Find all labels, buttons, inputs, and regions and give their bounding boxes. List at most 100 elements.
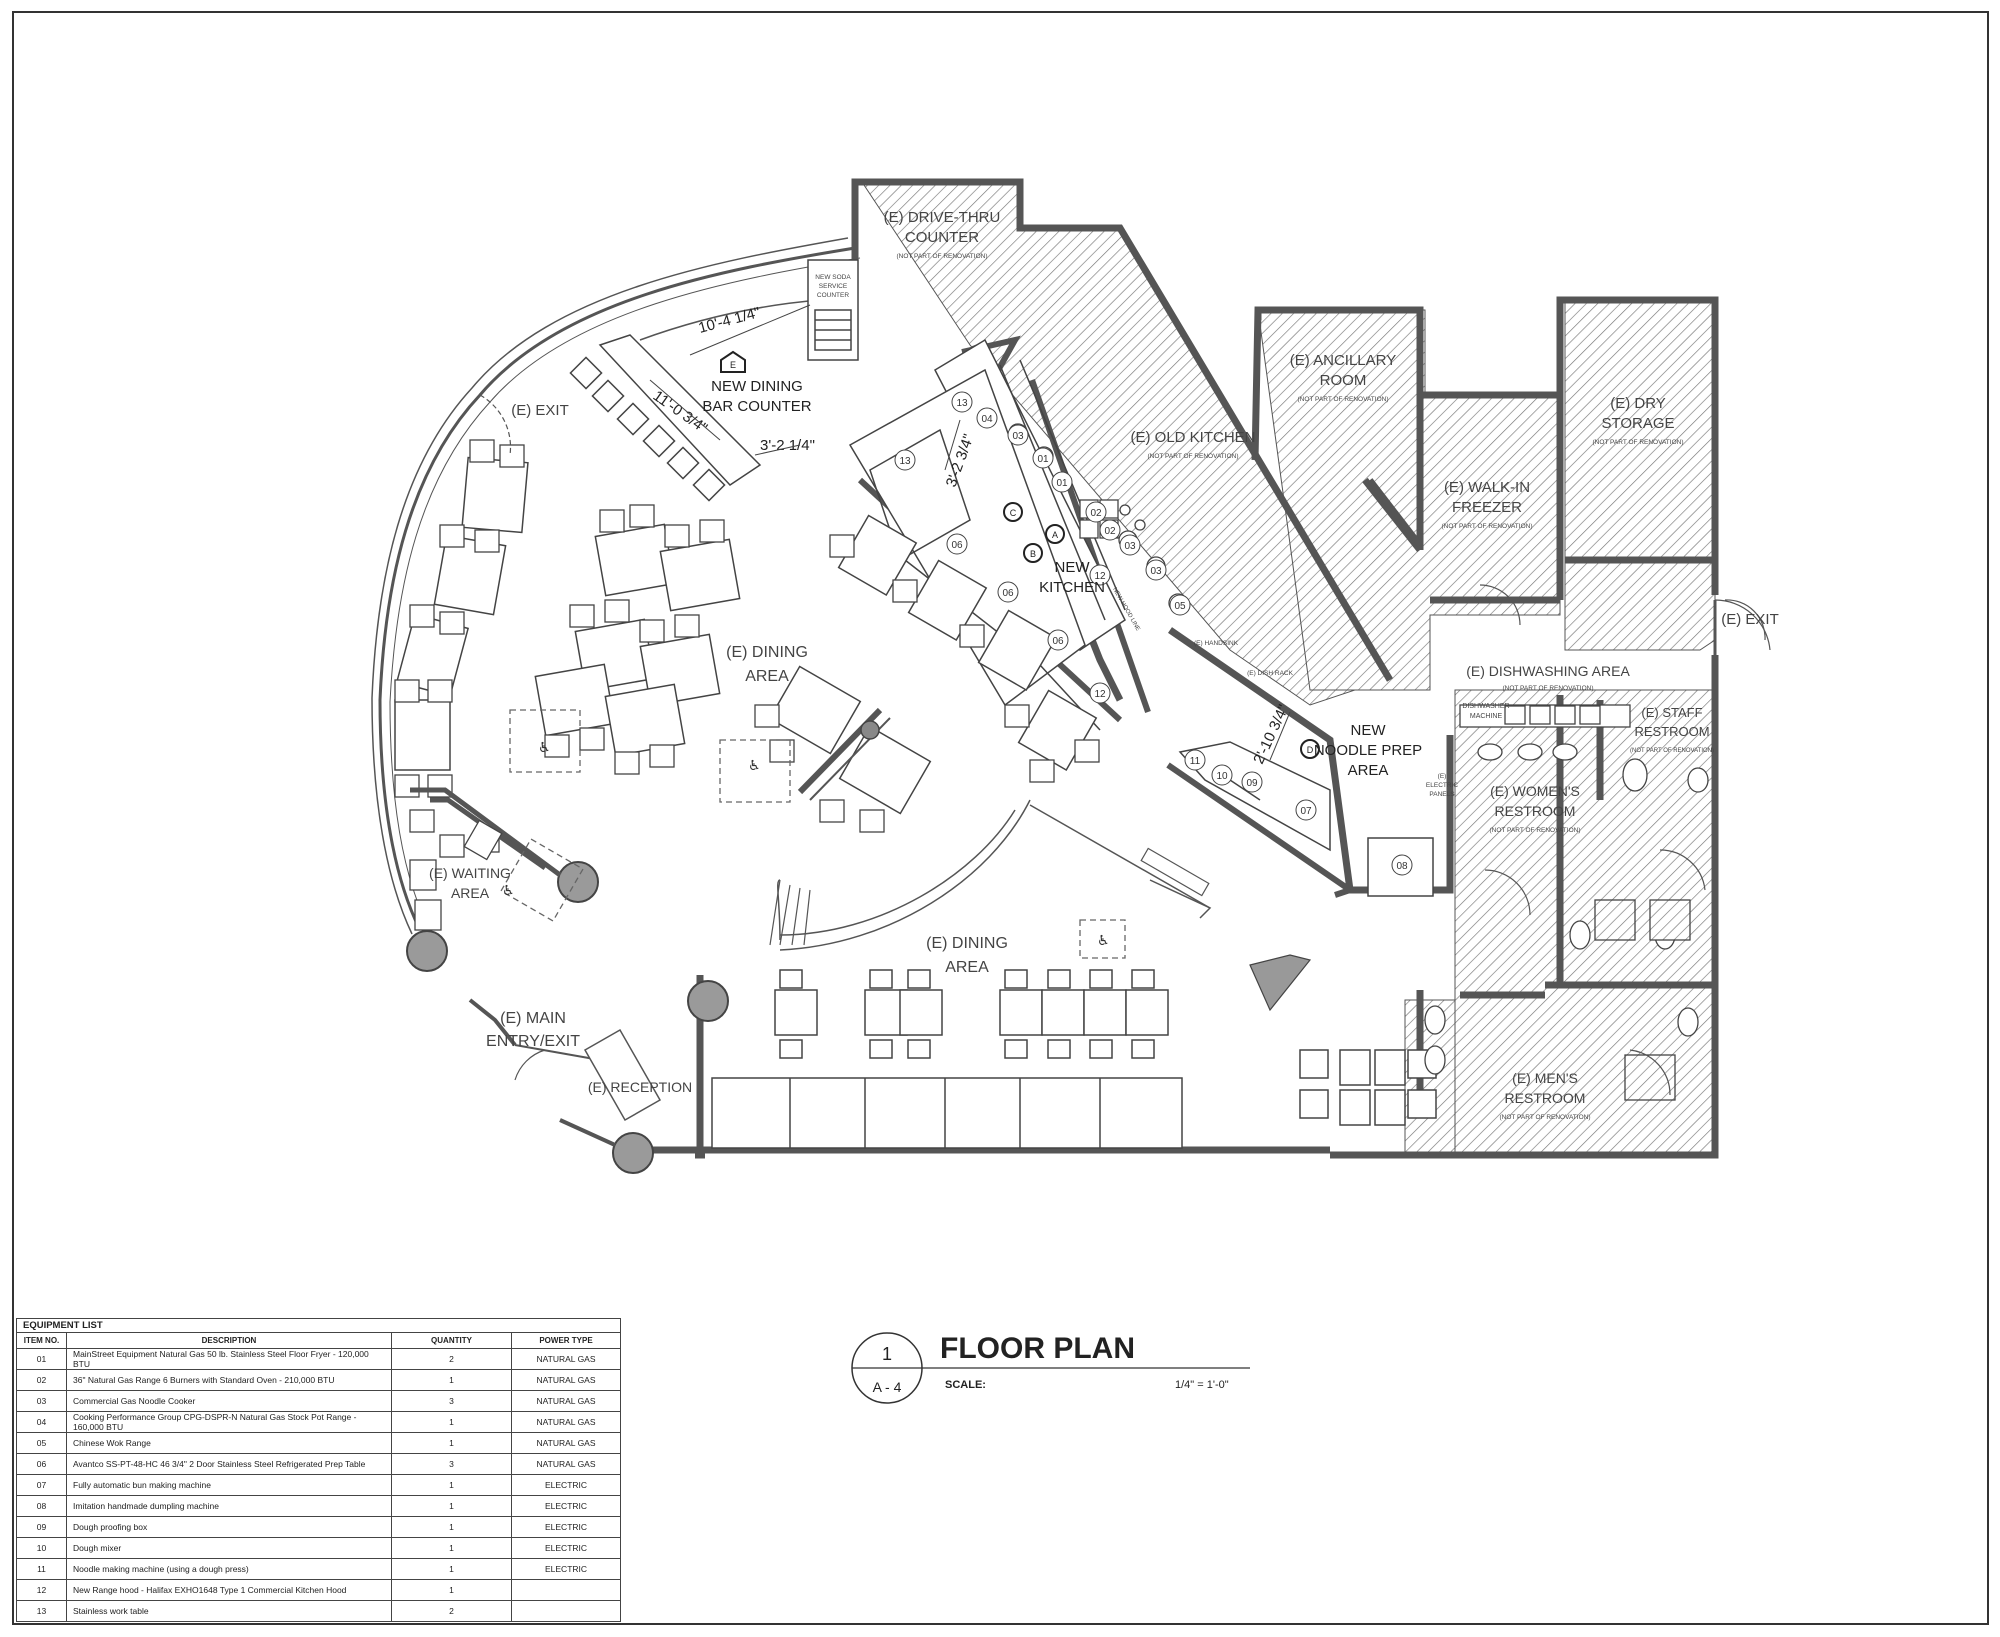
waiting-wall bbox=[410, 787, 562, 878]
header-quantity: QUANTITY bbox=[391, 1332, 512, 1349]
callout-12a: 12 bbox=[1089, 564, 1111, 586]
header-description: DESCRIPTION bbox=[66, 1332, 392, 1349]
svg-text:D: D bbox=[1307, 745, 1314, 755]
label-staff-restroom: (E) STAFF RESTROOM (NOT PART OF RENOVATI… bbox=[1630, 705, 1714, 754]
exterior-walls bbox=[640, 178, 1719, 1159]
sheet-border bbox=[12, 11, 1989, 1625]
equipment-item-no: 04 bbox=[16, 1411, 67, 1433]
header-item-no: ITEM NO. bbox=[16, 1332, 67, 1349]
callout-08: 08 bbox=[1391, 854, 1413, 876]
svg-text:AREA: AREA bbox=[745, 668, 789, 685]
svg-text:MACHINE: MACHINE bbox=[1470, 713, 1503, 720]
svg-text:ELECTRIC: ELECTRIC bbox=[1426, 782, 1458, 789]
callout-03b: 03 bbox=[1119, 534, 1141, 556]
equipment-item-no: 10 bbox=[16, 1537, 67, 1559]
label-dishwashing: (E) DISHWASHING AREA (NOT PART OF RENOVA… bbox=[1466, 663, 1630, 692]
svg-text:RESTROOM: RESTROOM bbox=[1634, 724, 1709, 739]
svg-text:(NOT PART OF RENOVATION): (NOT PART OF RENOVATION) bbox=[1441, 523, 1532, 530]
equipment-description: Avantco SS-PT-48-HC 46 3/4" 2 Door Stain… bbox=[66, 1453, 392, 1475]
equipment-quantity: 1 bbox=[391, 1558, 512, 1580]
equipment-description: 36" Natural Gas Range 6 Burners with Sta… bbox=[66, 1369, 392, 1391]
waiting-seats bbox=[409, 819, 503, 931]
equipment-description: Cooking Performance Group CPG-DSPR-N Nat… bbox=[66, 1411, 392, 1433]
svg-text:(NOT PART OF RENOVATION): (NOT PART OF RENOVATION) bbox=[1592, 439, 1683, 446]
exit-right-door bbox=[1713, 599, 1771, 655]
equipment-item-no: 12 bbox=[16, 1579, 67, 1601]
svg-text:E: E bbox=[730, 360, 736, 370]
label-mens-restroom: (E) MEN'S RESTROOM (NOT PART OF RENOVATI… bbox=[1499, 1070, 1590, 1121]
view-tag-a: A bbox=[1045, 524, 1065, 544]
svg-text:12: 12 bbox=[1094, 689, 1106, 700]
callout-06c: 06 bbox=[1047, 629, 1069, 651]
dining-tables bbox=[394, 456, 1098, 815]
equipment-item-no: 05 bbox=[16, 1432, 67, 1454]
view-tags: E C A B D bbox=[720, 350, 1320, 759]
equipment-description: Imitation handmade dumpling machine bbox=[66, 1495, 392, 1517]
equipment-power-type bbox=[510, 1579, 622, 1601]
svg-text:(E) DISHWASHING AREA: (E) DISHWASHING AREA bbox=[1466, 663, 1630, 679]
entry-door bbox=[468, 998, 662, 1147]
drawing-number: 1 bbox=[882, 1344, 892, 1364]
svg-text:03: 03 bbox=[1012, 431, 1024, 442]
equipment-item-no: 07 bbox=[16, 1474, 67, 1496]
equipment-power-type: ELECTRIC bbox=[510, 1516, 622, 1538]
label-new-kitchen: NEW KITCHEN bbox=[1039, 559, 1105, 596]
callout-10: 10 bbox=[1211, 764, 1233, 786]
equipment-description: Stainless work table bbox=[66, 1600, 392, 1622]
equipment-quantity: 3 bbox=[391, 1390, 512, 1412]
equipment-quantity: 2 bbox=[391, 1600, 512, 1622]
svg-text:PANELS: PANELS bbox=[1429, 791, 1455, 798]
svg-text:04: 04 bbox=[981, 414, 993, 425]
svg-text:01: 01 bbox=[1056, 478, 1068, 489]
scale-label: SCALE: bbox=[945, 1379, 986, 1391]
equipment-description: New Range hood - Halifax EXHO1648 Type 1… bbox=[66, 1579, 392, 1601]
callout-06b: 06 bbox=[997, 581, 1019, 603]
equipment-power-type: NATURAL GAS bbox=[510, 1411, 622, 1433]
label-dining-area-2: (E) DINING AREA bbox=[926, 935, 1008, 976]
callout-13b: 13 bbox=[894, 449, 916, 471]
svg-text:10: 10 bbox=[1216, 771, 1228, 782]
equipment-power-type: NATURAL GAS bbox=[510, 1348, 622, 1370]
restroom-fixtures bbox=[1424, 704, 1709, 1101]
svg-text:(NOT PART OF RENOVATION): (NOT PART OF RENOVATION) bbox=[1499, 1114, 1590, 1121]
equipment-item-no: 08 bbox=[16, 1495, 67, 1517]
svg-text:♿: ♿ bbox=[1097, 933, 1110, 949]
equipment-item-no: 13 bbox=[16, 1600, 67, 1622]
svg-text:DISHWASHER: DISHWASHER bbox=[1462, 703, 1509, 710]
equipment-item-no: 09 bbox=[16, 1516, 67, 1538]
equipment-quantity: 1 bbox=[391, 1411, 512, 1433]
svg-text:07: 07 bbox=[1300, 806, 1312, 817]
svg-text:(NOT PART OF RENOVATION): (NOT PART OF RENOVATION) bbox=[1489, 827, 1580, 834]
svg-text:06: 06 bbox=[1052, 636, 1064, 647]
callout-07: 07 bbox=[1295, 799, 1317, 821]
svg-text:(NOT PART OF RENOVATION): (NOT PART OF RENOVATION) bbox=[1147, 453, 1238, 460]
equipment-quantity: 1 bbox=[391, 1579, 512, 1601]
curved-facade bbox=[371, 237, 861, 935]
svg-text:(E): (E) bbox=[1438, 773, 1447, 780]
view-tag-b: B bbox=[1023, 543, 1043, 563]
callout-06a: 06 bbox=[946, 533, 968, 555]
callout-05: 05 bbox=[1169, 594, 1191, 616]
svg-text:♿: ♿ bbox=[748, 758, 761, 774]
svg-text:ROOM: ROOM bbox=[1320, 372, 1367, 389]
callout-11: 11 bbox=[1184, 749, 1206, 771]
equipment-power-type: ELECTRIC bbox=[510, 1537, 622, 1559]
svg-text:NEW DINING: NEW DINING bbox=[711, 378, 803, 395]
svg-text:NEW: NEW bbox=[1351, 722, 1387, 739]
callout-04: 04 bbox=[976, 407, 998, 429]
svg-text:♿: ♿ bbox=[502, 883, 515, 899]
svg-text:06: 06 bbox=[1002, 588, 1014, 599]
svg-text:13: 13 bbox=[899, 456, 911, 467]
svg-text:13: 13 bbox=[956, 398, 968, 409]
equipment-quantity: 1 bbox=[391, 1369, 512, 1391]
svg-text:(E) MEN'S: (E) MEN'S bbox=[1512, 1070, 1578, 1086]
svg-text:B: B bbox=[1030, 549, 1036, 559]
svg-text:01: 01 bbox=[1037, 454, 1049, 465]
equipment-item-no: 11 bbox=[16, 1558, 67, 1580]
equipment-callouts: 13 04 03 01 13 01 02 02 03 03 06 06 06 0… bbox=[894, 391, 1413, 876]
svg-text:09: 09 bbox=[1246, 778, 1258, 789]
equipment-power-type bbox=[510, 1600, 622, 1622]
